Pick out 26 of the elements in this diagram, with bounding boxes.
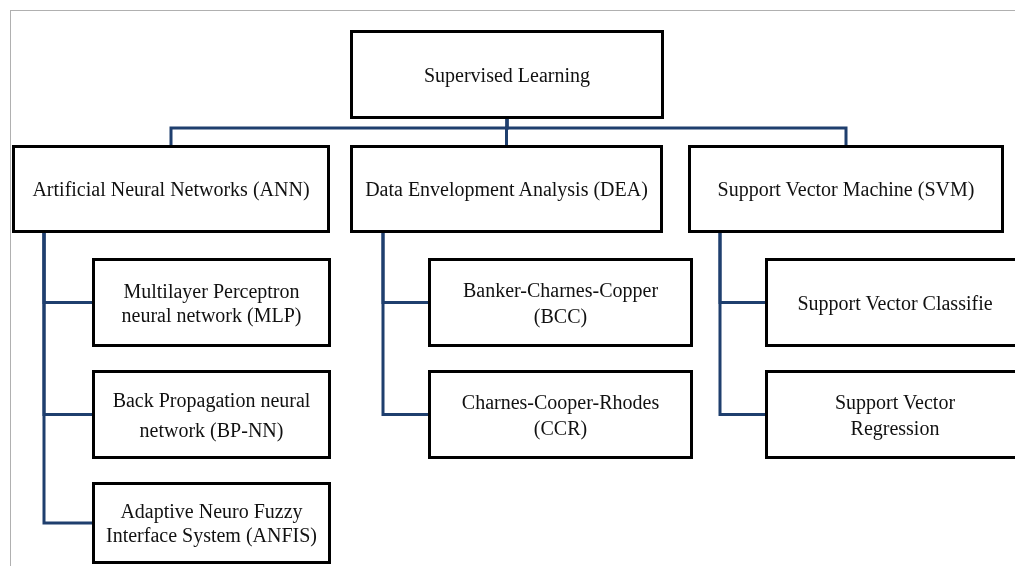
- box-label: Data Envelopment Analysis (DEA): [365, 177, 648, 202]
- box-label: Support Vector Machine (SVM): [717, 177, 975, 202]
- category-box: [428, 258, 693, 347]
- box-label: Adaptive Neuro Fuzzy Interface System (ANFIS): [104, 499, 319, 547]
- box-label: Artificial Neural Networks (ANN): [32, 177, 310, 203]
- box-label: Charnes-Cooper-Rhodes (CCR): [460, 389, 661, 441]
- box-label: Multilayer Perceptron neural network (MLP): [120, 278, 303, 327]
- box-label: Support Vector Classifie: [797, 290, 993, 315]
- category-box: [428, 370, 693, 459]
- category-box: [765, 258, 1015, 347]
- category-box: [92, 258, 331, 347]
- box-label: Support Vector Regression: [833, 389, 957, 441]
- category-box: [12, 145, 330, 233]
- box-label: Back Propagation neural network (BP-NN): [111, 387, 312, 444]
- box-label: Banker-Charnes-Copper (BCC): [461, 277, 660, 329]
- connector-line: [718, 233, 765, 416]
- connector-line: [505, 119, 848, 145]
- category-box: [92, 370, 331, 459]
- category-box: [92, 482, 331, 564]
- category-box: [765, 370, 1015, 459]
- connector-line: [42, 233, 92, 525]
- box-label: Supervised Learning: [423, 62, 591, 87]
- category-box: [350, 30, 664, 119]
- category-box: [350, 145, 663, 233]
- connector-line: [381, 233, 428, 416]
- category-box: [688, 145, 1004, 233]
